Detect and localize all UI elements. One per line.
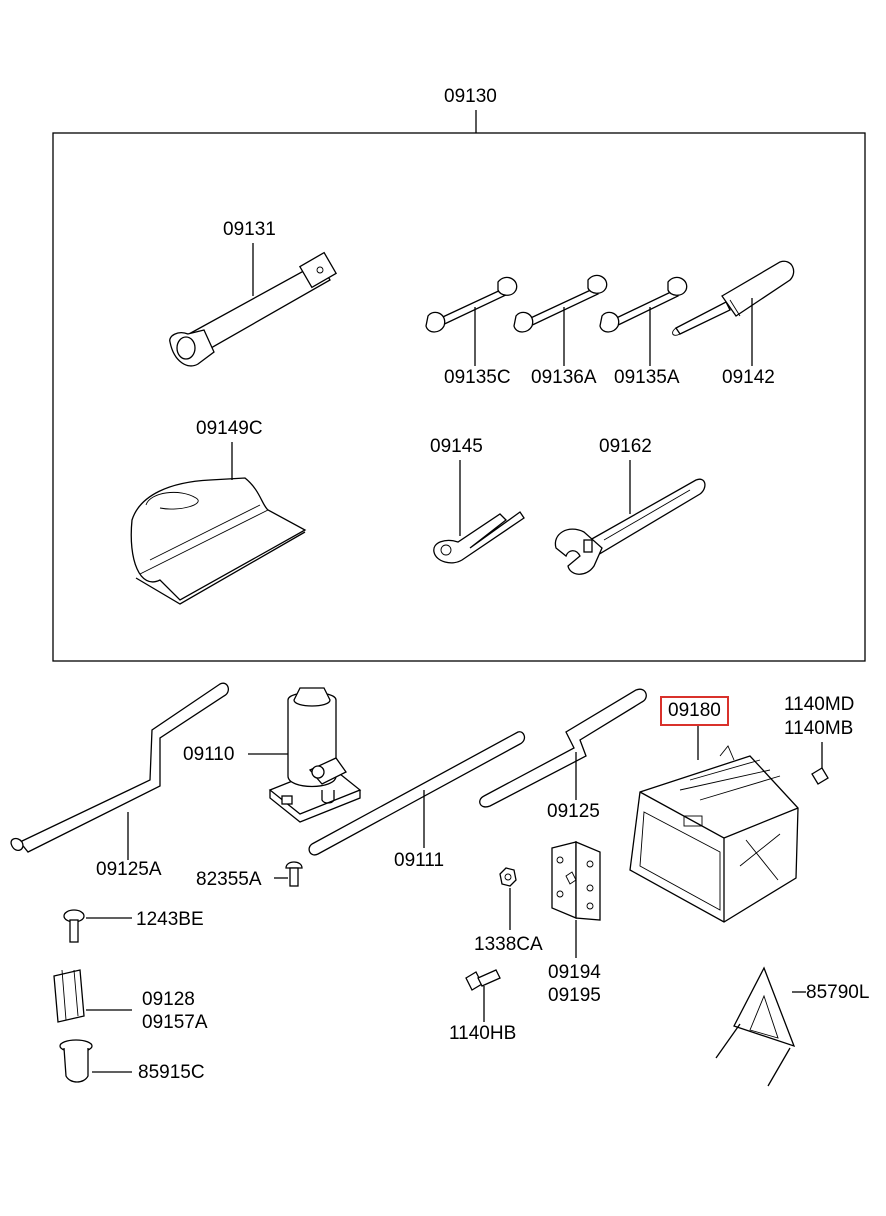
screw-1243be-drawing	[63, 909, 132, 943]
part-label-1140md: 1140MD	[784, 694, 855, 715]
part-label-09125a: 09125A	[96, 859, 162, 880]
clip-82355a-drawing	[274, 861, 303, 887]
screwdriver-drawing	[672, 260, 795, 366]
part-label-09110: 09110	[183, 744, 235, 765]
tool-kit-frame	[52, 110, 866, 662]
nut-85915c-drawing	[59, 1039, 132, 1083]
part-label-09194: 09194	[548, 962, 601, 983]
pliers-drawing	[433, 460, 525, 564]
part-label-85915c: 85915C	[138, 1062, 205, 1083]
part-label-09135c: 09135C	[444, 367, 511, 388]
bracket-drawing	[551, 841, 601, 958]
spanner-c-drawing	[425, 276, 518, 366]
bottle-jack-drawing	[248, 687, 362, 823]
bolt-1140hb-drawing	[465, 969, 501, 1022]
part-label-09157a: 09157A	[142, 1012, 208, 1033]
part-label-1338ca: 1338CA	[474, 934, 543, 955]
tool-bag-drawing	[130, 442, 307, 605]
part-label-1140hb: 1140HB	[449, 1023, 517, 1044]
spanner-135a-drawing	[599, 276, 688, 366]
tray-drawing	[629, 724, 799, 923]
warning-triangle-drawing	[715, 966, 806, 1087]
clip-09128-drawing	[53, 969, 132, 1023]
part-label-09135a: 09135A	[614, 367, 680, 388]
kit-label: 09130	[444, 86, 497, 107]
bolt-1140md-drawing	[811, 742, 829, 785]
part-label-09111: 09111	[394, 850, 445, 871]
part-label-1243be: 1243BE	[136, 909, 204, 930]
adjustable-wrench-drawing	[554, 460, 706, 575]
part-label-09162: 09162	[599, 436, 652, 457]
part-label-09142: 09142	[722, 367, 775, 388]
part-label-09149c: 09149C	[196, 418, 263, 439]
part-label-1140mb: 1140MB	[784, 718, 854, 739]
part-label-09125: 09125	[547, 801, 600, 822]
part-label-09131: 09131	[223, 219, 276, 240]
handle-drawing	[479, 688, 647, 808]
part-label-85790l: 85790L	[806, 982, 870, 1003]
part-label-09136a: 09136A	[531, 367, 597, 388]
part-label-09128: 09128	[142, 989, 195, 1010]
bent-handle-a-drawing	[10, 682, 230, 860]
socket-wrench-drawing	[169, 243, 338, 367]
rod-drawing	[308, 731, 526, 856]
part-label-09180-selected: 09180	[660, 696, 729, 726]
part-label-09195: 09195	[548, 985, 601, 1006]
part-label-82355a: 82355A	[196, 869, 262, 890]
part-label-09145: 09145	[430, 436, 483, 457]
nut-1338ca-drawing	[499, 867, 517, 930]
spanner-136a-drawing	[513, 274, 608, 366]
